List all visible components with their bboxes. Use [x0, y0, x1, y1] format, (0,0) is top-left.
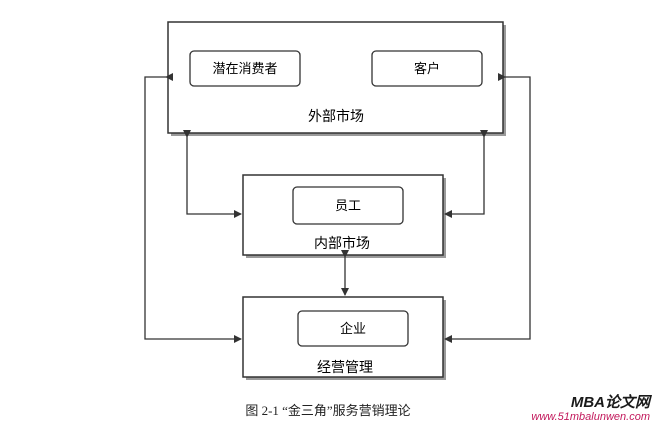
- watermark-url: www.51mbalunwen.com: [531, 411, 650, 423]
- watermark: MBA论文网 www.51mbalunwen.com: [531, 394, 650, 424]
- enterprise-label: 企业: [340, 321, 366, 336]
- outer-to-internal-right-arrow: [444, 130, 488, 218]
- outer-to-management-right-arrow: [444, 73, 531, 343]
- watermark-brand: MBA论文网: [570, 394, 650, 411]
- employee-label: 员工: [335, 198, 361, 213]
- outer-to-internal-left-arrow: [183, 130, 242, 218]
- management-title: 经营管理: [317, 359, 373, 375]
- outer-to-management-left-arrow: [144, 73, 242, 343]
- outer-market-title: 外部市场: [308, 108, 364, 124]
- enterprise-box: [297, 310, 409, 347]
- internal-market-title: 内部市场: [314, 235, 370, 251]
- employee-box: [292, 186, 404, 225]
- figure-caption: 图 2-1 “金三角”服务营销理论: [245, 403, 411, 418]
- potential-consumer-label: 潜在消费者: [212, 61, 277, 76]
- customer-label: 客户: [414, 61, 440, 76]
